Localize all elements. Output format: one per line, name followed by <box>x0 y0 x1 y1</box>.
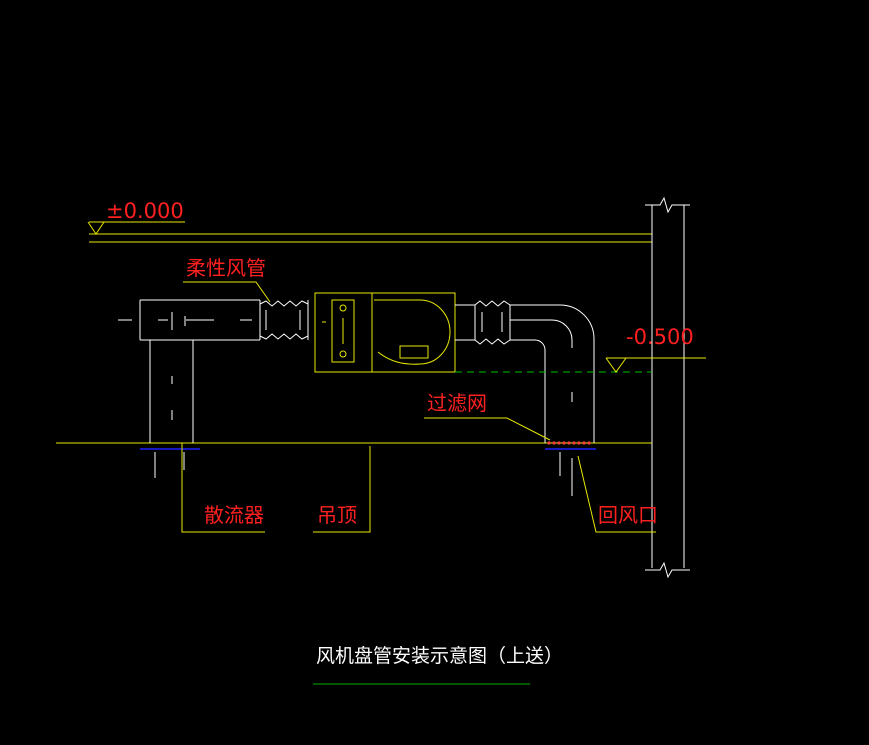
diagram-title: 风机盘管安装示意图（上送） <box>316 645 563 667</box>
flexible-duct-left <box>259 300 309 340</box>
flexible-duct-leader <box>183 281 271 303</box>
diffuser-label: 散流器 <box>204 503 264 527</box>
diffuser <box>140 448 200 478</box>
elevation-marker-zero <box>87 221 185 235</box>
supply-duct-left <box>118 299 260 443</box>
ceiling-leader <box>313 446 371 533</box>
fan-coil-unit <box>314 292 456 373</box>
filter-leader <box>424 417 551 441</box>
wall <box>645 196 690 579</box>
return-air-label: 回风口 <box>598 503 658 527</box>
flexible-duct-right <box>455 300 511 345</box>
diffuser-leader <box>181 443 265 533</box>
ceiling-label: 吊顶 <box>317 503 357 527</box>
elevation-marker-minus <box>605 357 706 373</box>
filter-mesh <box>547 441 591 445</box>
filter-label: 过滤网 <box>427 391 487 415</box>
elevation-minus-label: -0.500 <box>626 325 694 349</box>
return-air-leader <box>577 455 656 533</box>
flexible-duct-label: 柔性风管 <box>186 256 266 280</box>
return-air-grille <box>545 448 596 496</box>
elevation-zero-label: ±0.000 <box>106 199 184 223</box>
return-duct <box>510 304 595 443</box>
